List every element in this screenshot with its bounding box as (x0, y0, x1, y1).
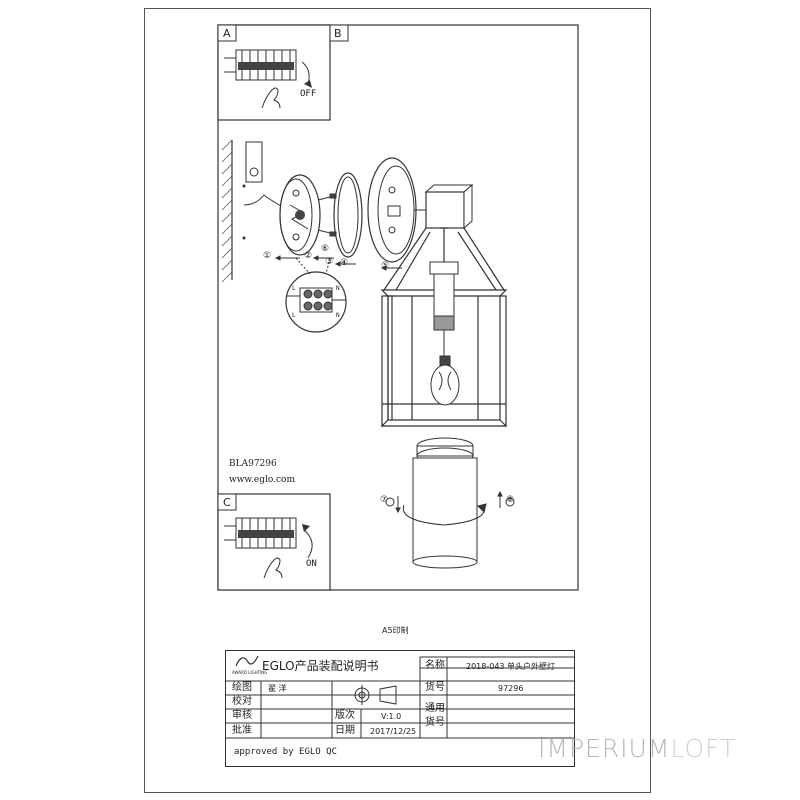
value-code: 97296 (498, 684, 524, 693)
panel-c (217, 493, 331, 591)
label-drawing: 绘图 (232, 682, 252, 693)
off-label: OFF (300, 89, 317, 99)
brand-title: EGLO产品装配说明书 (262, 659, 379, 673)
wall-section (221, 139, 299, 283)
website: www.eglo.com (229, 475, 295, 485)
rotate-arrow-icon (303, 529, 313, 559)
screws (317, 193, 337, 237)
hand-icon (261, 87, 281, 109)
mounting-plate (279, 174, 321, 256)
panel-c-label: C (223, 496, 231, 509)
breaker-switch-icon (224, 49, 297, 81)
breaker-switch-icon (224, 517, 297, 549)
value-name: 2018-043 单头户外壁灯 (466, 662, 556, 671)
label-version: 版次 (335, 710, 355, 721)
print-format-note: A5印制 (382, 626, 409, 635)
value-version: V:1.0 (381, 712, 402, 721)
watermark: IMPERIUMLOFT (538, 734, 736, 763)
instruction-sheet (144, 8, 651, 793)
value-date: 2017/12/25 (370, 727, 417, 736)
label-code: 货号 (425, 682, 445, 693)
step-arrows (274, 255, 402, 271)
terminal-label-n: N (336, 285, 340, 292)
panel-a (217, 24, 331, 121)
step-marker-4: ④ (340, 258, 349, 268)
label-approve: 批准 (232, 725, 252, 736)
logo-text: AWARD LIGHTING (232, 670, 268, 675)
on-label: ON (306, 559, 317, 569)
terminal-label-n-bottom: N (336, 312, 340, 319)
arm-bracket (414, 183, 474, 230)
model-code: BLA97296 (229, 459, 277, 469)
lantern-cage (380, 227, 508, 427)
panel-b-label: B (334, 27, 342, 40)
title-block: AWARD LIGHTING EGLO产品装配说明书 名称 2018-043 单… (225, 650, 575, 767)
glass-cylinder (402, 437, 487, 569)
label-name: 名称 (425, 660, 445, 671)
step-marker-7: ⑦ (380, 495, 389, 505)
watermark-part-2: LOFT (670, 734, 737, 763)
label-check: 校对 (232, 696, 252, 707)
projection-symbol-icon (352, 685, 397, 705)
step-marker-3: ③ (325, 257, 334, 267)
watermark-part-1: IMPERIUM (538, 734, 671, 763)
panel-a-label: A (223, 27, 231, 40)
canopy (367, 157, 417, 263)
hand-icon (263, 557, 283, 579)
step-marker-8: ⑧ (506, 495, 515, 505)
rotation-indicator (385, 490, 515, 514)
step-marker-1: ① (263, 251, 272, 261)
label-general-code: 货号 (425, 717, 445, 728)
approved-note: approved by EGLO QC (234, 747, 337, 757)
terminal-label-l-bottom: L (292, 312, 296, 319)
terminal-block-detail (285, 257, 347, 333)
light-bulb-icon (430, 355, 460, 406)
value-drawing: 翟 洋 (268, 684, 287, 693)
step-marker-5: ⑤ (381, 261, 390, 271)
label-general: 通用 (425, 703, 445, 714)
label-date: 日期 (335, 725, 355, 736)
label-review: 审核 (232, 710, 252, 721)
terminal-label-l: L (292, 285, 296, 292)
gasket-ring (333, 172, 363, 258)
lamp-holder (429, 261, 459, 356)
step-marker-6: ⑥ (321, 244, 330, 254)
title-block-grid (225, 656, 575, 739)
award-lighting-logo (235, 655, 259, 667)
step-marker-2: ② (304, 251, 313, 261)
